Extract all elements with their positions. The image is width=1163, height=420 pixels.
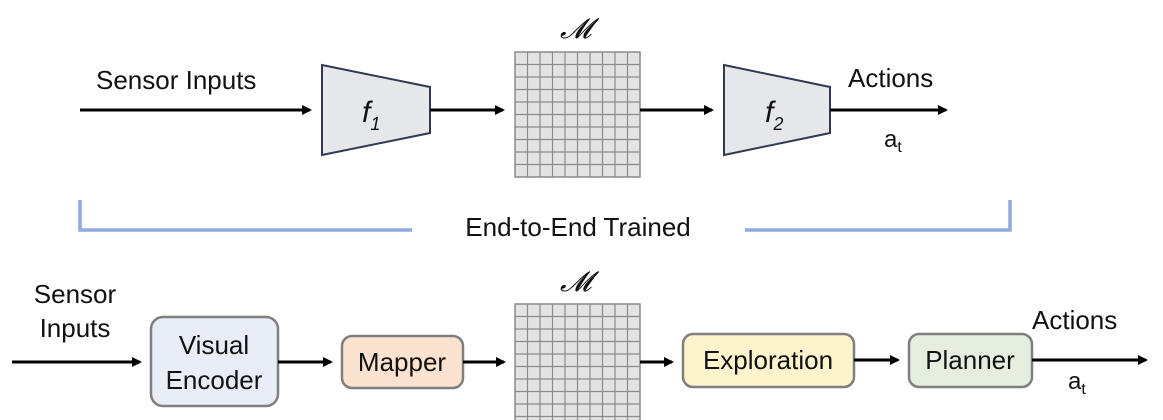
f2-label: f2: [765, 96, 783, 134]
visual-encoder-label-line2: Encoder: [166, 365, 263, 395]
f1-encoder-block: [321, 63, 431, 157]
visual-encoder-label-line1: Visual: [179, 330, 249, 360]
exploration-label: Exploration: [703, 345, 833, 375]
top-action-var: at: [884, 126, 902, 156]
f1-label: f1: [362, 96, 380, 134]
bottom-action-var: at: [1068, 368, 1086, 398]
bracket-left: [78, 200, 412, 232]
end-to-end-label: End-to-End Trained: [465, 212, 690, 242]
mapper-label: Mapper: [358, 347, 446, 377]
top-memory-symbol: 𝓜: [560, 12, 600, 45]
planner-label: Planner: [925, 345, 1015, 375]
bracket-right: [745, 200, 1012, 232]
top-output-label: Actions: [848, 63, 933, 93]
bottom-memory-symbol: 𝓜: [560, 265, 600, 298]
f2-policy-block: [723, 63, 831, 157]
top-memory-grid: [514, 51, 641, 178]
bottom-memory-grid: [514, 303, 641, 420]
bottom-input-label-line2: Inputs: [40, 313, 111, 343]
bottom-output-label: Actions: [1032, 305, 1117, 335]
top-input-label: Sensor Inputs: [96, 65, 256, 95]
bottom-input-label-line1: Sensor: [34, 279, 117, 309]
